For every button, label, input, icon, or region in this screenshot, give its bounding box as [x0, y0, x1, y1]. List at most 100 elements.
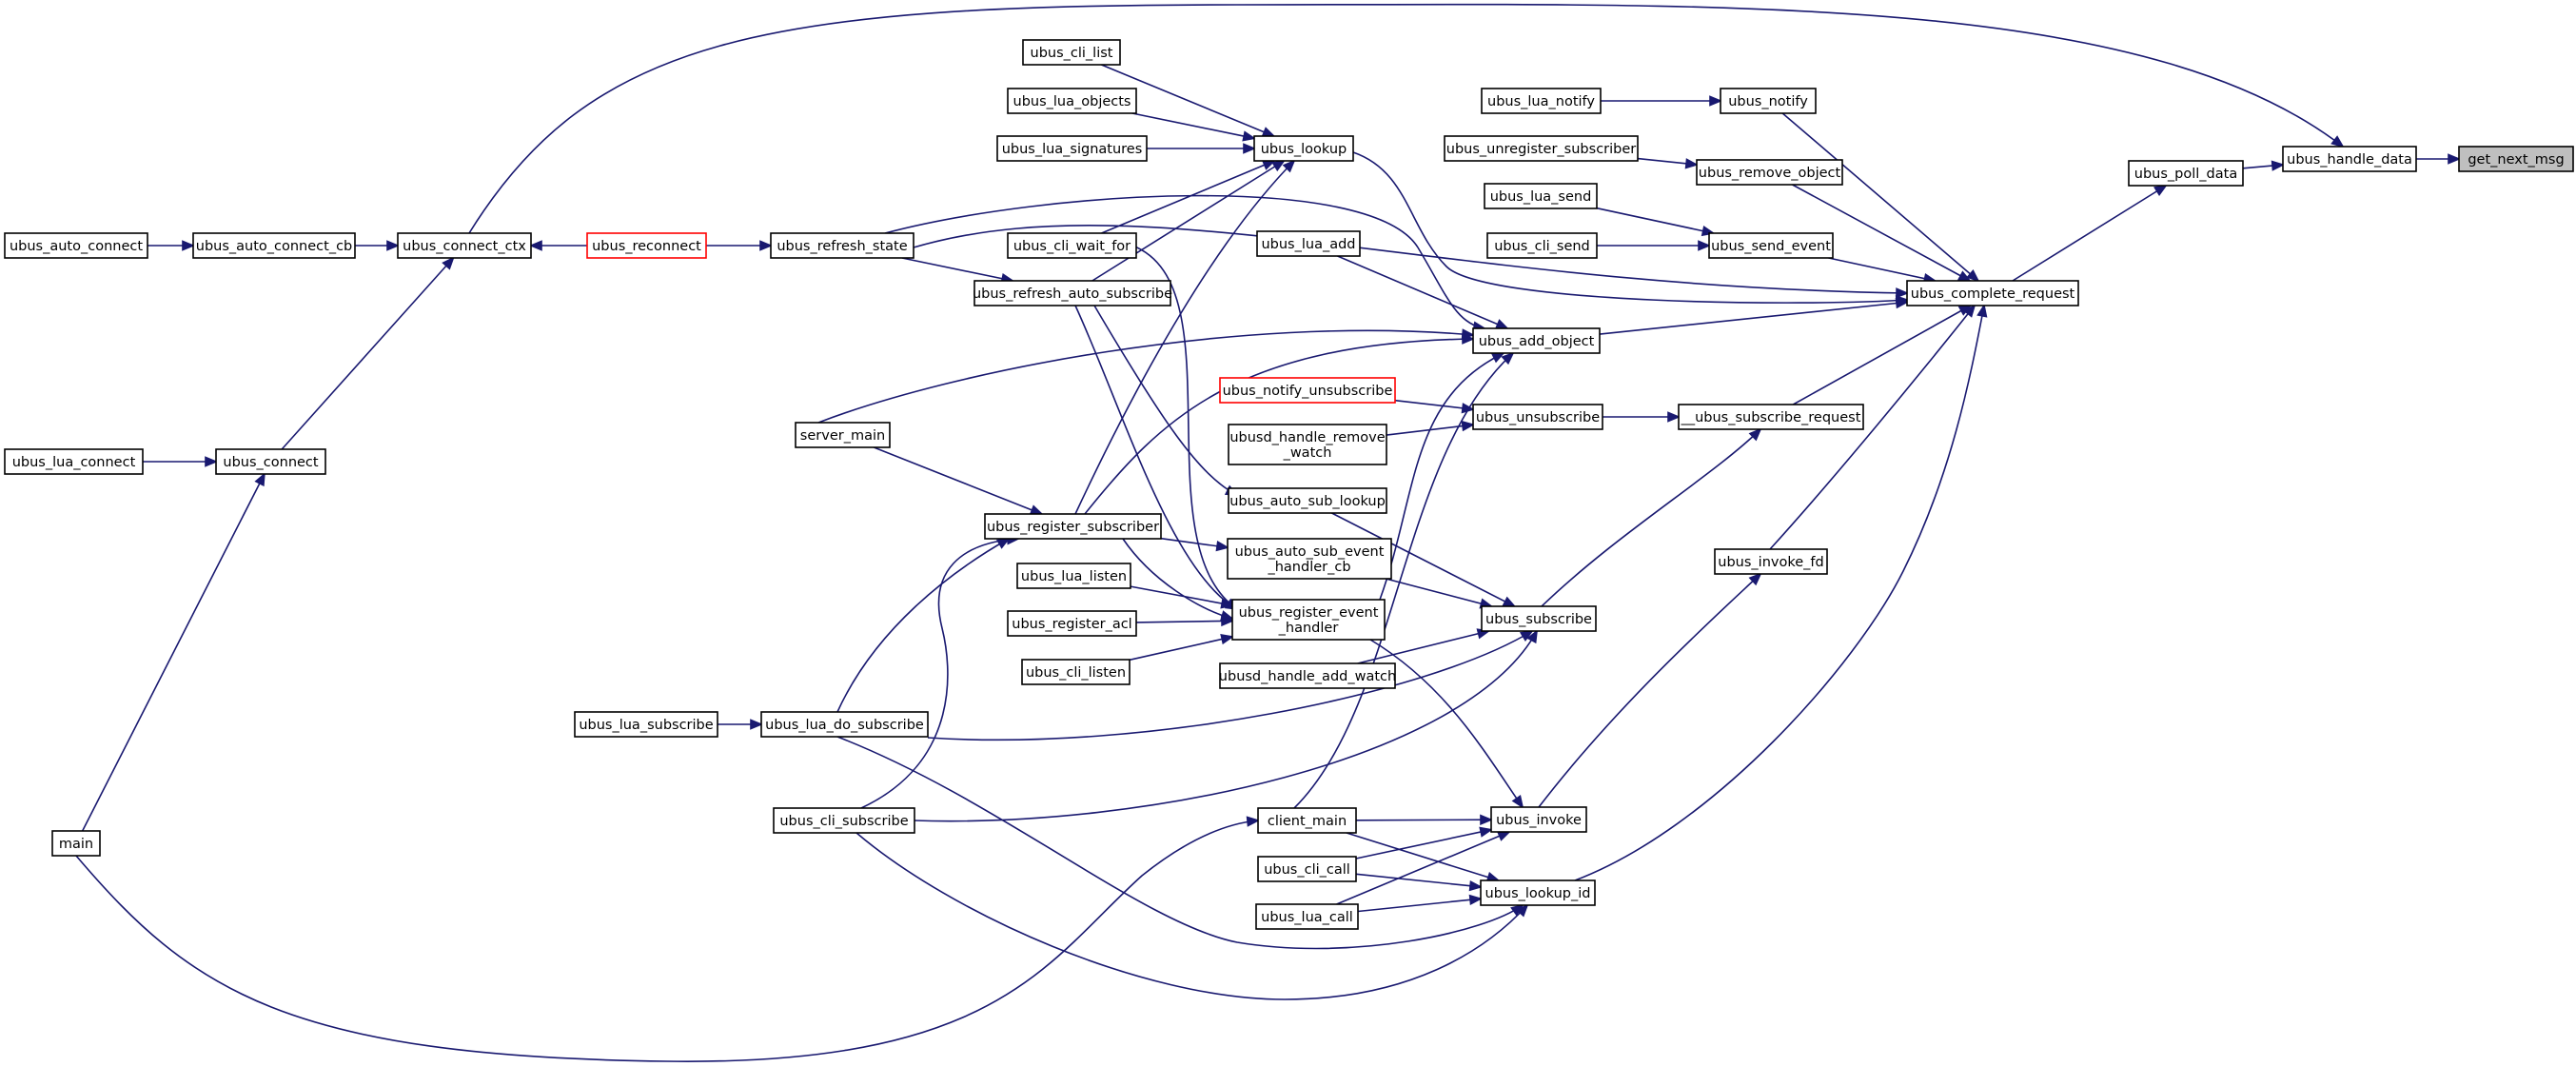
- node-ubus-lookup-id[interactable]: ubus_lookup_id: [1480, 879, 1596, 906]
- node-ubus-subscribe-request[interactable]: __ubus_subscribe_request: [1678, 404, 1864, 430]
- node-ubus-lua-send[interactable]: ubus_lua_send: [1484, 183, 1598, 209]
- node-ubus-cli-listen[interactable]: ubus_cli_listen: [1021, 659, 1131, 685]
- node-box: [1444, 135, 1639, 162]
- node-ubus-cli-send[interactable]: ubus_cli_send: [1486, 232, 1598, 259]
- node-ubus-remove-object[interactable]: ubus_remove_object: [1696, 159, 1843, 186]
- edge-main-to-client_main: [75, 816, 1261, 1062]
- node-label: ubus_notify: [1728, 94, 1808, 109]
- node-ubus-handle-data[interactable]: ubus_handle_data: [2282, 146, 2417, 172]
- node-client-main[interactable]: client_main: [1257, 807, 1357, 834]
- edge-ubus_reconnect-to-ubus_refresh_state: [706, 240, 774, 251]
- node-label: ubus_add_object: [1479, 334, 1595, 349]
- node-ubus-invoke[interactable]: ubus_invoke: [1490, 806, 1587, 833]
- node-ubus-auto-connect[interactable]: ubus_auto_connect: [4, 232, 148, 259]
- node-box: [192, 232, 356, 259]
- node-box: [1255, 903, 1359, 930]
- node-ubus-unregister-subscriber[interactable]: ubus_unregister_subscriber: [1444, 135, 1639, 162]
- node-box: [1480, 879, 1596, 906]
- node-label: ubus_lua_do_subscribe: [765, 718, 924, 733]
- edge-ubus_send_event-to-ubus_complete_request: [1828, 257, 1937, 285]
- node-ubus-connect-ctx[interactable]: ubus_connect_ctx: [397, 232, 532, 259]
- edge-ubus_lua_add-to-ubus_add_object: [1337, 255, 1509, 329]
- node-ubus-lua-listen[interactable]: ubus_lua_listen: [1016, 563, 1131, 589]
- node-server-main[interactable]: server_main: [795, 422, 891, 448]
- node-box: [1486, 232, 1598, 259]
- node-ubus-poll-data[interactable]: ubus_poll_data: [2128, 160, 2244, 187]
- node-main[interactable]: main: [51, 830, 101, 857]
- node-label: ubus_refresh_auto_subscribe: [973, 287, 1172, 302]
- edge-ubus_cli_subscribe-to-ubus_register_subscriber: [860, 534, 1021, 809]
- node-box: [1007, 610, 1137, 637]
- node-label: get_next_msg: [2468, 152, 2564, 168]
- node-label: ubus_auto_connect_cb: [196, 239, 353, 254]
- edge-ubus_cli_listen-to-ubus_register_event_handler: [1129, 634, 1235, 662]
- node-ubus-lua-notify[interactable]: ubus_lua_notify: [1481, 88, 1602, 114]
- node-ubus-notify[interactable]: ubus_notify: [1720, 88, 1817, 114]
- node-box: [1227, 538, 1392, 580]
- node-ubus-cli-wait-for[interactable]: ubus_cli_wait_for: [1007, 232, 1137, 259]
- node-box: [1481, 605, 1597, 632]
- node-ubus-subscribe[interactable]: ubus_subscribe: [1481, 605, 1597, 632]
- node-label: ubus_register_acl: [1012, 617, 1131, 632]
- node-ubus-register-event-handler[interactable]: ubus_register_event_handler: [1231, 599, 1386, 641]
- node-box: [1720, 88, 1817, 114]
- node-label: ubus_cli_subscribe: [779, 814, 908, 829]
- node-ubus-register-acl[interactable]: ubus_register_acl: [1007, 610, 1137, 637]
- node-ubus-auto-sub-lookup[interactable]: ubus_auto_sub_lookup: [1228, 487, 1387, 514]
- node-box: [1253, 135, 1354, 162]
- edge-ubus_lua_listen-to-ubus_register_event_handler: [1130, 585, 1235, 609]
- node-label: ubus_lua_objects: [1013, 94, 1131, 109]
- node-box: [574, 711, 718, 738]
- node-box: [1472, 327, 1601, 354]
- edge-ubus_lua_objects-to-ubus_lookup: [1131, 112, 1257, 142]
- node-ubus-notify-unsubscribe[interactable]: ubus_notify_unsubscribe: [1219, 377, 1396, 404]
- node-ubus-auto-sub-event-handler-cb[interactable]: ubus_auto_sub_event_handler_cb: [1227, 538, 1392, 580]
- node-box: [4, 448, 144, 475]
- edge-ubus_lua_do_subscribe-to-ubus_lookup_id: [836, 736, 1524, 950]
- node-box: [2282, 146, 2417, 172]
- edge-ubus_refresh_auto_subscribe-to-ubus_lookup: [1091, 159, 1287, 282]
- node-box: [773, 807, 915, 834]
- node-ubusd-handle-remove-watch[interactable]: ubusd_handle_remove_watch: [1228, 424, 1387, 465]
- node-ubus-lua-objects[interactable]: ubus_lua_objects: [1007, 88, 1137, 114]
- edge-ubus_refresh_state-to-ubus_refresh_auto_subscribe: [901, 257, 1015, 285]
- node-label: _handler: [1278, 621, 1339, 636]
- node-box: [1714, 548, 1828, 575]
- node-get-next-msg[interactable]: get_next_msg: [2458, 146, 2574, 172]
- edge-ubus_cli_send-to-ubus_send_event: [1597, 240, 1712, 251]
- node-ubus-send-event[interactable]: ubus_send_event: [1708, 232, 1834, 259]
- node-ubus-cli-call[interactable]: ubus_cli_call: [1257, 856, 1357, 882]
- node-ubus-unsubscribe[interactable]: ubus_unsubscribe: [1472, 404, 1603, 430]
- node-ubus-refresh-auto-subscribe[interactable]: ubus_refresh_auto_subscribe: [973, 280, 1172, 306]
- node-ubus-lua-connect[interactable]: ubus_lua_connect: [4, 448, 144, 475]
- node-ubus-reconnect[interactable]: ubus_reconnect: [586, 232, 707, 259]
- node-ubus-add-object[interactable]: ubus_add_object: [1472, 327, 1601, 354]
- node-ubus-connect[interactable]: ubus_connect: [215, 448, 326, 475]
- node-label: ubus_auto_sub_event: [1235, 544, 1385, 560]
- node-ubus-lua-do-subscribe[interactable]: ubus_lua_do_subscribe: [760, 711, 929, 738]
- node-label: _handler_cb: [1267, 560, 1350, 575]
- node-ubus-cli-subscribe[interactable]: ubus_cli_subscribe: [773, 807, 915, 834]
- node-box: [1678, 404, 1864, 430]
- node-ubus-register-subscriber[interactable]: ubus_register_subscriber: [984, 513, 1162, 540]
- edge-ubus_notify_unsubscribe-to-ubus_unsubscribe: [1394, 399, 1476, 414]
- node-ubus-lua-add[interactable]: ubus_lua_add: [1256, 230, 1361, 257]
- node-box: [1007, 88, 1137, 114]
- node-ubus-invoke-fd[interactable]: ubus_invoke_fd: [1714, 548, 1828, 575]
- node-ubus-cli-list[interactable]: ubus_cli_list: [1022, 39, 1121, 66]
- call-edges: [75, 3, 2462, 1062]
- node-ubus-refresh-state[interactable]: ubus_refresh_state: [770, 232, 914, 259]
- node-ubus-lookup[interactable]: ubus_lookup: [1253, 135, 1354, 162]
- node-ubus-lua-call[interactable]: ubus_lua_call: [1255, 903, 1359, 930]
- node-ubusd-handle-add-watch[interactable]: ubusd_handle_add_watch: [1219, 662, 1396, 689]
- node-ubus-auto-connect-cb[interactable]: ubus_auto_connect_cb: [192, 232, 356, 259]
- node-box: [4, 232, 148, 259]
- node-label: ubus_lua_add: [1261, 237, 1355, 252]
- node-box: [996, 135, 1148, 162]
- node-ubus-lua-signatures[interactable]: ubus_lua_signatures: [996, 135, 1148, 162]
- node-ubus-lua-subscribe[interactable]: ubus_lua_subscribe: [574, 711, 718, 738]
- node-label: ubus_complete_request: [1911, 287, 2075, 302]
- edge-ubus_unsubscribe-to-__ubus_subscribe_request: [1603, 411, 1681, 423]
- node-ubus-complete-request[interactable]: ubus_complete_request: [1906, 280, 2079, 306]
- node-label: ubus_lua_send: [1490, 189, 1592, 205]
